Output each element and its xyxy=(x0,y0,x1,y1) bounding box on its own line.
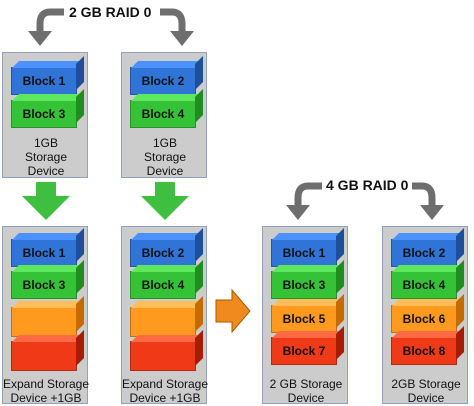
storage-panel-top-right: Block 2 Block 4 1GB Storage Device xyxy=(121,52,207,178)
storage-panel-bottom-2: Block 2 Block 4 Expand Storage Device +1… xyxy=(121,226,208,405)
curved-arrow-right-icon xyxy=(160,8,186,32)
block-top-left-2: Block 3 xyxy=(11,89,84,128)
curved-arrow-right2-icon xyxy=(412,182,436,206)
arrowhead-left-icon xyxy=(28,31,52,46)
caption-bottom-1: Expand Storage Device +1GB xyxy=(2,377,90,405)
storage-panel-top-left: Block 1 Block 3 1GB Storage Device xyxy=(2,52,88,178)
arrowhead-left2-icon xyxy=(286,205,310,220)
block-b2-4 xyxy=(130,330,203,371)
block-b1-1: Block 1 xyxy=(11,228,84,267)
block-b1-3 xyxy=(11,296,84,337)
curved-arrow-left-icon xyxy=(36,8,64,32)
block-b4-2: Block 4 xyxy=(391,260,464,299)
caption-bottom-2: Expand Storage Device +1GB xyxy=(121,377,209,405)
raid-label-top: 2 GB RAID 0 xyxy=(69,4,152,20)
caption-top-left: 1GB Storage Device xyxy=(24,136,68,178)
storage-panel-bottom-3: Block 1 Block 3 Block 5 Block 7 2 GB Sto… xyxy=(262,226,348,405)
block-b3-3: Block 5 xyxy=(271,294,344,333)
block-b1-2: Block 3 xyxy=(11,260,84,299)
block-b4-4: Block 8 xyxy=(391,326,464,365)
block-top-right-2: Block 4 xyxy=(130,89,203,128)
green-down-arrow-right-icon xyxy=(141,182,189,220)
block-b2-2: Block 4 xyxy=(130,260,203,299)
storage-panel-bottom-4: Block 2 Block 4 Block 6 Block 8 2GB Stor… xyxy=(382,226,468,405)
block-b3-2: Block 3 xyxy=(271,260,344,299)
storage-panel-bottom-1: Block 1 Block 3 Expand Storage Device +1… xyxy=(2,226,89,405)
green-down-arrow-left-icon xyxy=(22,182,70,220)
arrowhead-right-icon xyxy=(170,31,194,46)
block-b3-1: Block 1 xyxy=(271,228,344,267)
block-b4-1: Block 2 xyxy=(391,228,464,267)
raid-label-right: 4 GB RAID 0 xyxy=(326,177,409,193)
caption-bottom-3: 2 GB Storage Device xyxy=(269,377,343,405)
curved-arrow-left2-icon xyxy=(294,182,322,206)
block-b1-4 xyxy=(11,330,84,371)
arrowhead-right2-icon xyxy=(420,205,444,220)
block-top-right-1: Block 2 xyxy=(130,56,203,95)
block-b2-3 xyxy=(130,296,203,337)
block-b4-3: Block 6 xyxy=(391,294,464,333)
block-b3-4: Block 7 xyxy=(271,326,344,365)
block-top-left-1: Block 1 xyxy=(11,56,84,95)
orange-right-arrow-icon xyxy=(215,288,251,334)
caption-top-right: 1GB Storage Device xyxy=(143,136,187,178)
block-b2-1: Block 2 xyxy=(130,228,203,267)
caption-bottom-4: 2GB Storage Device xyxy=(391,377,461,405)
